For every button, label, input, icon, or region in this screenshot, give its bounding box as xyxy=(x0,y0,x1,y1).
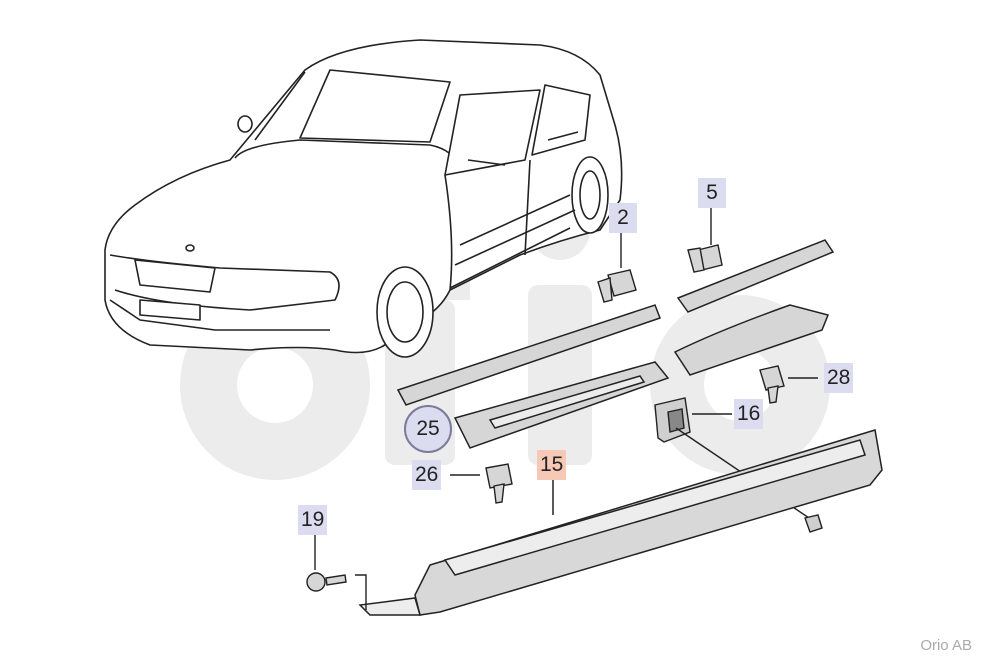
callout-part-28: 28 xyxy=(824,363,854,393)
callout-part-25: 25 xyxy=(404,405,452,453)
callout-part-16: 16 xyxy=(734,399,764,429)
part-16-bracket xyxy=(654,397,823,533)
car-illustration xyxy=(104,39,623,358)
moulding-strips xyxy=(396,239,835,449)
part-2-clip xyxy=(597,233,637,303)
callout-part-5: 5 xyxy=(698,178,726,208)
part-19-bolt xyxy=(306,535,367,610)
callout-part-26: 26 xyxy=(412,460,442,490)
part-26-clip xyxy=(450,463,513,504)
callout-part-19: 19 xyxy=(298,505,328,535)
copyright-watermark: Orio AB xyxy=(920,637,972,654)
callout-part-15: 15 xyxy=(537,450,567,480)
part-28-clip xyxy=(759,365,818,404)
callout-part-2: 2 xyxy=(609,203,637,233)
part-5-clip xyxy=(687,208,723,273)
part-15-sill-panel xyxy=(358,429,883,616)
